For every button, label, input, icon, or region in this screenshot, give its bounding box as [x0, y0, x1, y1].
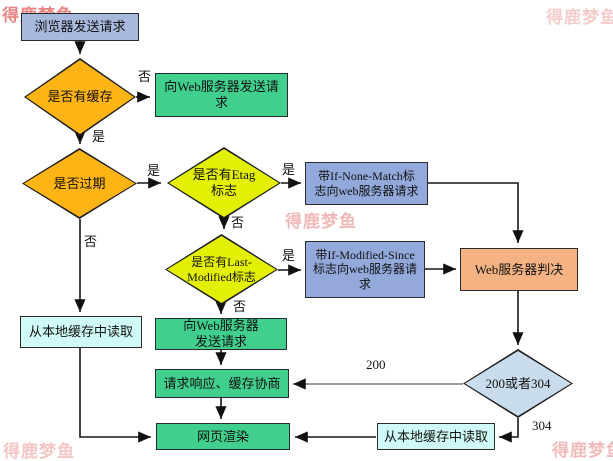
node-server-verdict: Web服务器判决 [460, 248, 578, 291]
node-label: 带If-None-Match标 志向web服务器请求 [314, 169, 419, 198]
node-label: 向Web服务器 发送请求 [183, 318, 259, 349]
node-label: 向Web服务器发送请 求 [164, 79, 279, 110]
edge-label-304: 304 [532, 418, 552, 433]
decision-has-last-modified: 是否有Last- Modified标志 [165, 234, 278, 305]
node-label: Web服务器判决 [474, 261, 564, 277]
edge-label-no: 否 [138, 69, 152, 84]
edge-status-304 [499, 418, 519, 443]
edge-label-200: 200 [366, 357, 386, 372]
edge-label-yes: 是 [147, 163, 161, 178]
node-label: 带If-Modified-Since 标志向web服务器请 求 [313, 247, 417, 291]
decision-has-etag: 是否有Etag 标志 [167, 147, 281, 219]
decision-status-code: 200或者304 [463, 349, 573, 418]
edge-label-yes: 是 [92, 129, 106, 144]
edge-ifnonematch-to-verdict [428, 182, 524, 243]
edge-label-no: 否 [233, 299, 247, 314]
edge-label-yes: 是 [282, 248, 296, 263]
node-label: 请求响应、缓存协商 [163, 375, 281, 391]
node-label: 浏览器发送请求 [34, 19, 126, 35]
node-send-request-revalidate: 向Web服务器 发送请求 [155, 318, 287, 350]
edge-label-no: 否 [231, 215, 245, 230]
node-read-local-cache-right: 从本地缓存中读取 [377, 423, 495, 450]
node-response-negotiation: 请求响应、缓存协商 [155, 369, 289, 398]
decision-label: 是否有Last- Modified标志 [187, 255, 256, 284]
decision-label: 是否过期 [53, 175, 106, 191]
edge-label-yes: 是 [282, 162, 296, 177]
edge-label-no: 否 [84, 234, 98, 249]
node-read-local-cache-left: 从本地缓存中读取 [20, 316, 142, 348]
node-label: 从本地缓存中读取 [383, 428, 488, 444]
decision-is-expired: 是否过期 [22, 148, 137, 219]
node-page-render: 网页渲染 [156, 423, 290, 450]
node-if-modified-since-request: 带If-Modified-Since 标志向web服务器请 求 [305, 241, 425, 298]
edge-cache-left-to-render [79, 348, 151, 443]
node-send-request-no-cache: 向Web服务器发送请 求 [155, 73, 288, 117]
node-label: 从本地缓存中读取 [28, 324, 133, 340]
decision-has-cache: 是否有缓存 [24, 58, 136, 136]
decision-label: 是否有缓存 [47, 89, 113, 105]
node-if-none-match-request: 带If-None-Match标 志向web服务器请求 [305, 162, 428, 205]
node-browser-request: 浏览器发送请求 [21, 13, 139, 41]
decision-label: 是否有Etag 标志 [192, 167, 256, 198]
decision-label: 200或者304 [485, 375, 551, 391]
node-label: 网页渲染 [196, 428, 249, 444]
